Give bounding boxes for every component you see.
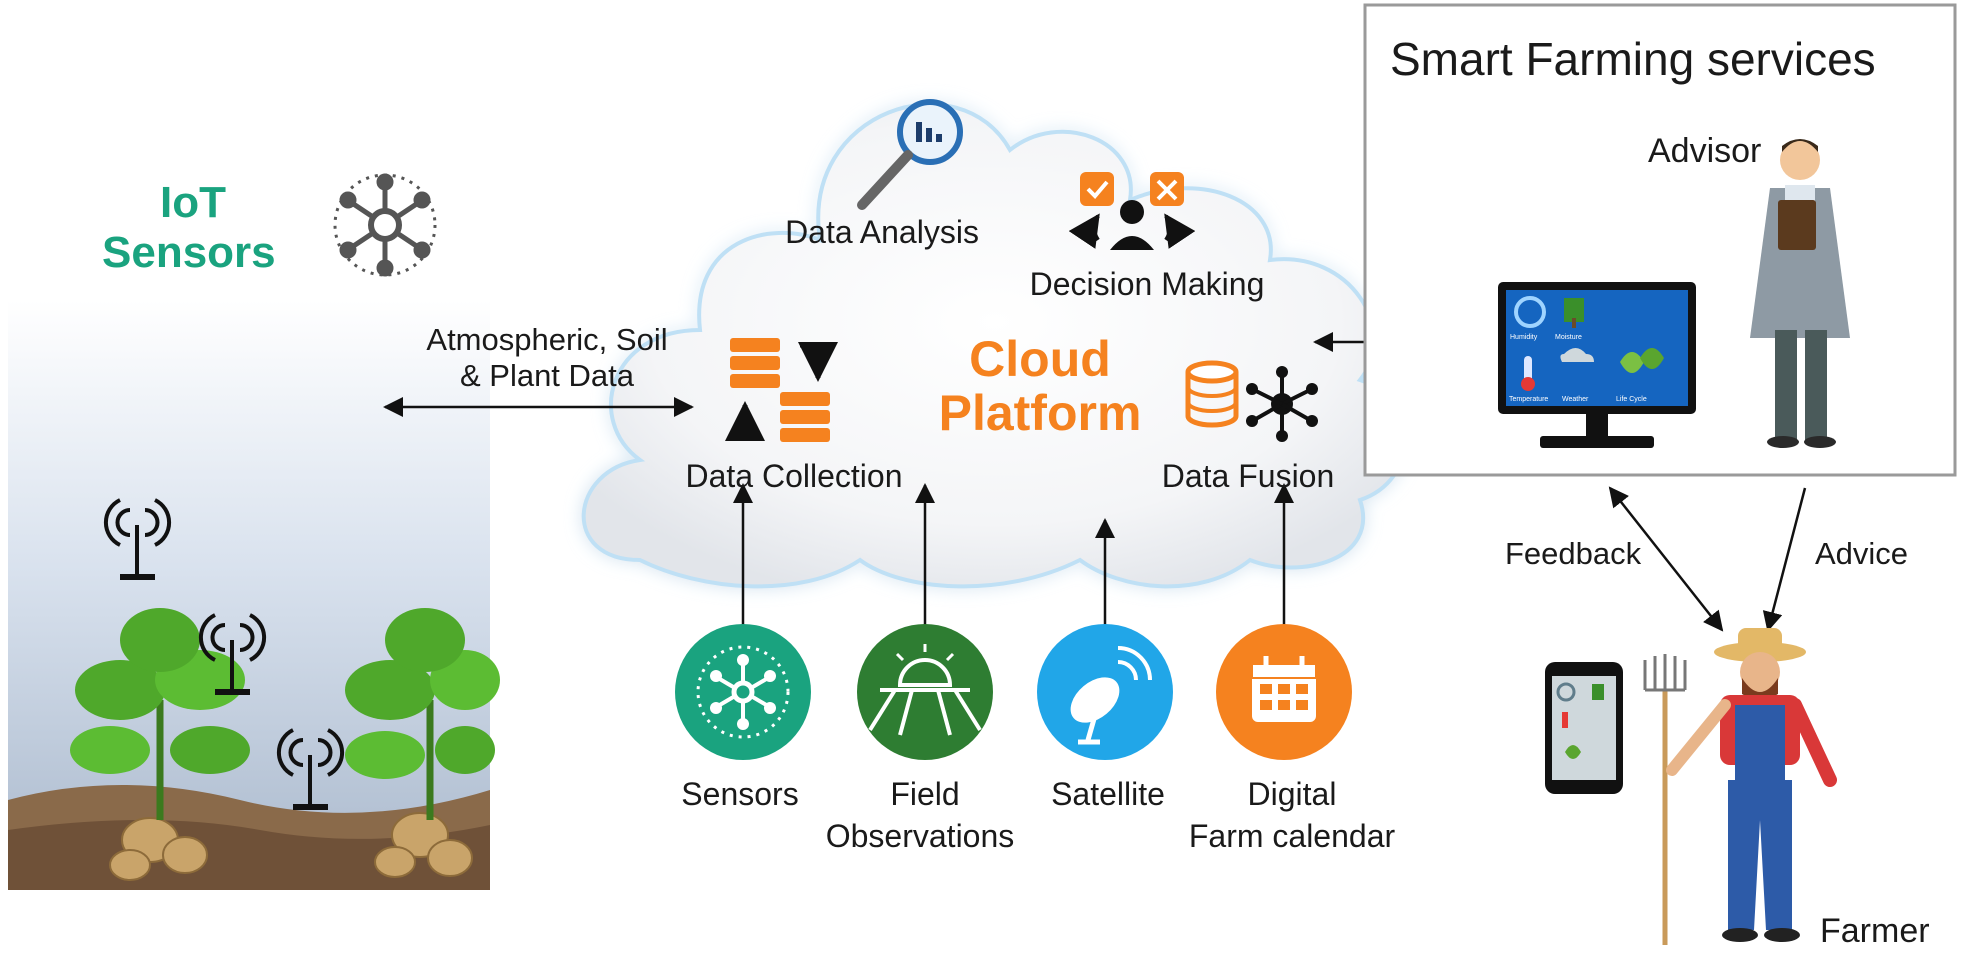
plant-left [70,608,250,820]
source-calendar-label-line1: Digital [1247,776,1337,812]
plant-right [345,608,500,820]
services-title: Smart Farming services [1390,33,1876,85]
farmer-figure [1643,628,1837,945]
magnifier-icon [857,99,963,210]
data-fusion-label: Data Fusion [1161,458,1335,494]
decision-making-label: Decision Making [1029,266,1265,302]
field-panel [8,300,500,890]
flow-label-line2: & Plant Data [459,358,635,393]
source-calendar-label-line2: Farm calendar [1188,818,1396,854]
iot-title-line1: IoT [160,178,226,227]
iot-hub-icon [333,173,437,277]
source-field-circle [857,624,993,760]
cloud-title-line2: Platform [938,385,1142,441]
monitor-humidity-label: Humidity [1510,334,1538,341]
farmer-label: Farmer [1820,912,1930,950]
monitor-temperature-label: Temperature [1509,396,1549,403]
source-field-label-line1: Field [890,776,960,812]
antenna-icon [103,498,345,810]
server-exchange-icon [725,338,838,442]
phone-icon [1545,662,1623,794]
source-sensors-circle [675,624,811,760]
source-field-label-line2: Observations [825,818,1015,854]
iot-title-line2: Sensors [102,228,276,277]
source-satellite-circle [1037,624,1173,760]
flow-label-line1: Atmospheric, Soil [426,322,668,357]
monitor-moisture-label: Moisture [1555,334,1582,341]
cloud-title-line1: Cloud [969,331,1111,387]
advice-label: Advice [1815,536,1909,571]
source-calendar-circle [1216,624,1352,760]
source-satellite-label: Satellite [1051,776,1165,812]
advisor-figure [1750,139,1850,448]
decision-icon [1068,172,1196,250]
cloud-shape [581,102,1407,589]
monitor-weather-label: Weather [1562,396,1589,403]
feedback-label: Feedback [1505,536,1642,571]
monitor-lifecycle-label: Life Cycle [1616,396,1647,403]
data-collection-label: Data Collection [685,458,903,494]
data-analysis-label: Data Analysis [785,214,979,250]
source-sensors-label: Sensors [681,776,799,812]
advisor-label: Advisor [1648,132,1762,170]
database-network-icon [1185,360,1318,442]
monitor-dashboard [1498,282,1696,448]
